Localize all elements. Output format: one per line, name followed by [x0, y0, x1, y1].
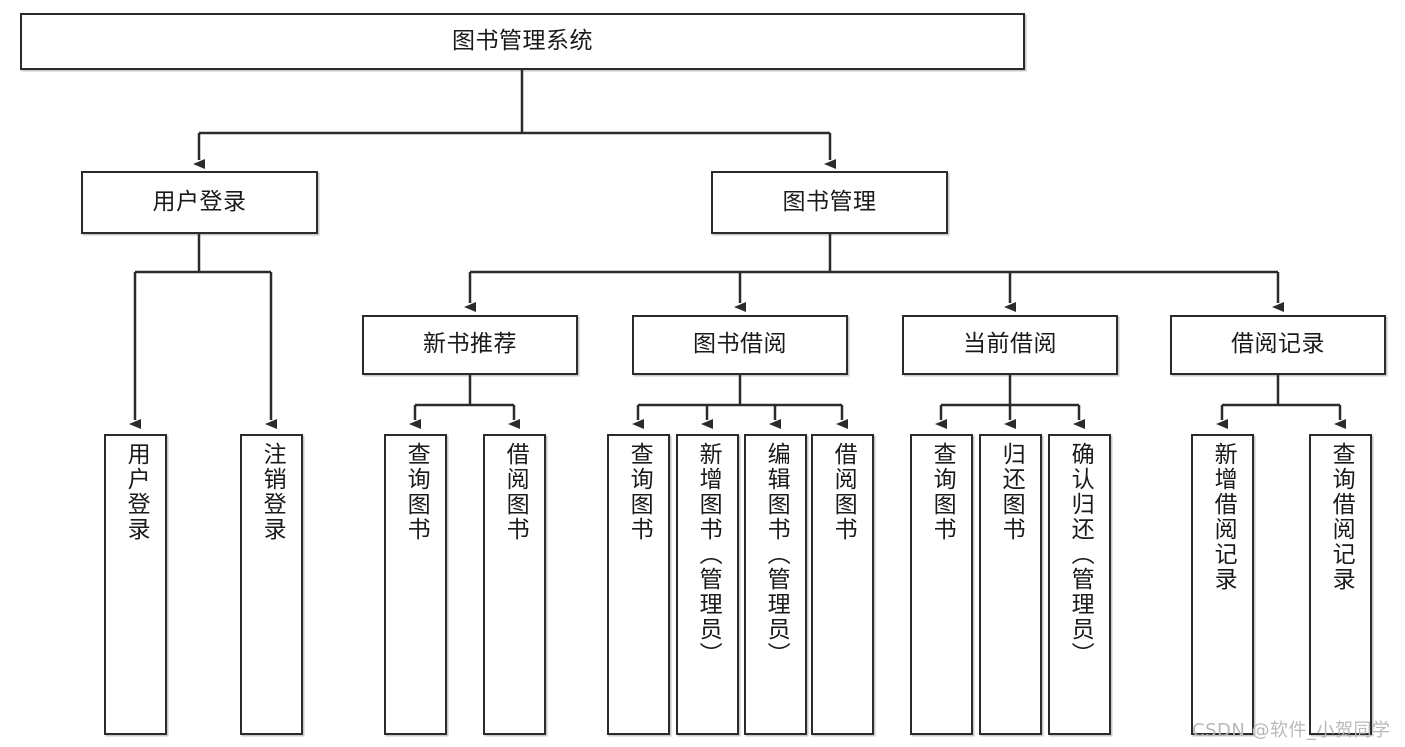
node-leaf-query-book-3-label: 查询图书 [929, 442, 956, 542]
node-borrow-record-label: 借阅记录 [1231, 331, 1325, 358]
node-leaf-query-book-1[interactable]: 查询图书 [384, 434, 447, 735]
node-leaf-query-book-1-label: 查询图书 [403, 442, 430, 542]
node-leaf-borrow-book-2[interactable]: 借阅图书 [811, 434, 874, 735]
node-new-book-rec-label: 新书推荐 [423, 331, 517, 358]
node-leaf-confirm-return-label: 确认归还（管理员） [1067, 442, 1094, 667]
node-root[interactable]: 图书管理系统 [20, 13, 1025, 70]
node-user-login-label: 用户登录 [152, 188, 247, 215]
node-leaf-add-book[interactable]: 新增图书（管理员） [676, 434, 739, 735]
node-leaf-confirm-return[interactable]: 确认归还（管理员） [1048, 434, 1111, 735]
node-book-manage[interactable]: 图书管理 [711, 171, 948, 234]
node-leaf-logout[interactable]: 注销登录 [240, 434, 303, 735]
node-leaf-borrow-book-1[interactable]: 借阅图书 [483, 434, 546, 735]
node-leaf-query-book-2-label: 查询图书 [626, 442, 653, 542]
node-leaf-add-record[interactable]: 新增借阅记录 [1191, 434, 1254, 735]
node-leaf-return-book[interactable]: 归还图书 [979, 434, 1042, 735]
node-leaf-add-book-label: 新增图书（管理员） [695, 442, 722, 667]
node-leaf-query-book-3[interactable]: 查询图书 [910, 434, 973, 735]
node-borrow-record[interactable]: 借阅记录 [1170, 315, 1386, 375]
node-leaf-query-book-2[interactable]: 查询图书 [607, 434, 670, 735]
node-user-login[interactable]: 用户登录 [81, 171, 318, 234]
node-new-book-rec[interactable]: 新书推荐 [362, 315, 578, 375]
node-leaf-add-record-label: 新增借阅记录 [1210, 442, 1237, 592]
node-book-manage-label: 图书管理 [782, 188, 877, 215]
node-book-borrow[interactable]: 图书借阅 [632, 315, 848, 375]
node-leaf-return-book-label: 归还图书 [998, 442, 1025, 542]
node-leaf-edit-book-label: 编辑图书（管理员） [763, 442, 790, 667]
node-leaf-borrow-book-1-label: 借阅图书 [502, 442, 529, 542]
node-book-borrow-label: 图书借阅 [693, 331, 787, 358]
csdn-watermark: CSDN @软件_小贺同学 [1192, 720, 1391, 741]
node-leaf-logout-label: 注销登录 [259, 442, 286, 542]
node-leaf-edit-book[interactable]: 编辑图书（管理员） [744, 434, 807, 735]
node-leaf-user-login-label: 用户登录 [123, 442, 150, 542]
node-current-borrow[interactable]: 当前借阅 [902, 315, 1118, 375]
node-root-label: 图书管理系统 [452, 27, 593, 54]
node-current-borrow-label: 当前借阅 [963, 331, 1057, 358]
node-leaf-user-login[interactable]: 用户登录 [104, 434, 167, 735]
node-leaf-query-record[interactable]: 查询借阅记录 [1309, 434, 1372, 735]
node-leaf-borrow-book-2-label: 借阅图书 [830, 442, 857, 542]
node-leaf-query-record-label: 查询借阅记录 [1328, 442, 1355, 592]
